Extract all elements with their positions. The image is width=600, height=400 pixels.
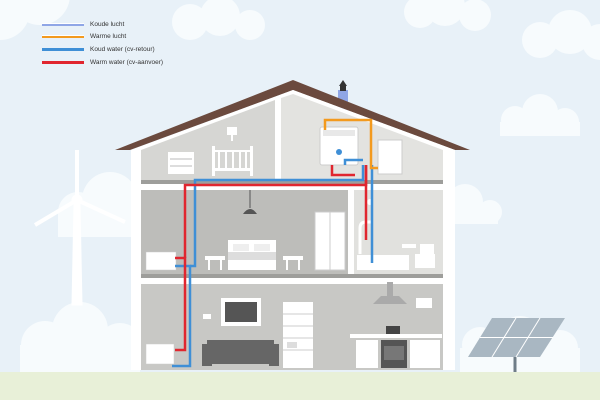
storage-unit-icon [377, 139, 403, 175]
crib-icon [212, 146, 253, 176]
wind-turbine-icon [33, 150, 126, 306]
legend-swatch [42, 34, 84, 39]
kitchen-counter [350, 334, 442, 368]
fridge-icon [314, 211, 346, 271]
cold-water-pipes [172, 158, 374, 368]
bookcase-icon [283, 302, 313, 368]
radiator-icon [145, 251, 177, 365]
clouds [0, 0, 600, 385]
wall-shelf-icon [416, 298, 432, 308]
legend-item: Warm water (cv-aanvoer) [42, 56, 163, 69]
nightstand-right-icon [283, 256, 303, 270]
nightstand-left-icon [205, 256, 225, 270]
floor-1 [141, 180, 443, 184]
ground [0, 372, 600, 400]
sofa-icon [202, 340, 279, 366]
legend-label: Koude lucht [90, 20, 125, 28]
legend-label: Warme lucht [90, 33, 127, 41]
boiler-icon [319, 126, 359, 166]
legend-label: Warm water (cv-aanvoer) [90, 58, 164, 66]
thermostat-icon [203, 314, 211, 319]
floor-2 [141, 274, 443, 278]
legend-item: Koud water (cv-retour) [42, 43, 163, 56]
heating-pipes [172, 118, 378, 368]
toilet-icon [415, 244, 435, 268]
bathtub-icon [357, 255, 409, 270]
sink-icon [402, 244, 416, 248]
stove-icon [381, 326, 407, 368]
dresser-icon [168, 152, 194, 174]
legend-swatch [42, 47, 84, 52]
solar-panel-icon [468, 317, 565, 372]
lamp-icon [227, 127, 237, 141]
legend-item: Koude lucht [42, 18, 163, 31]
legend-item: Warme lucht [42, 31, 163, 44]
legend-swatch [42, 60, 84, 65]
legend-swatch [42, 22, 84, 27]
warm-air-pipes [323, 118, 378, 170]
bed-icon [228, 240, 276, 270]
ceiling-lamp-icon [243, 190, 257, 214]
legend-label: Koud water (cv-retour) [90, 45, 155, 53]
range-hood-icon [373, 282, 407, 304]
wall-art-icon [221, 298, 261, 326]
hot-water-pipes [175, 165, 368, 352]
